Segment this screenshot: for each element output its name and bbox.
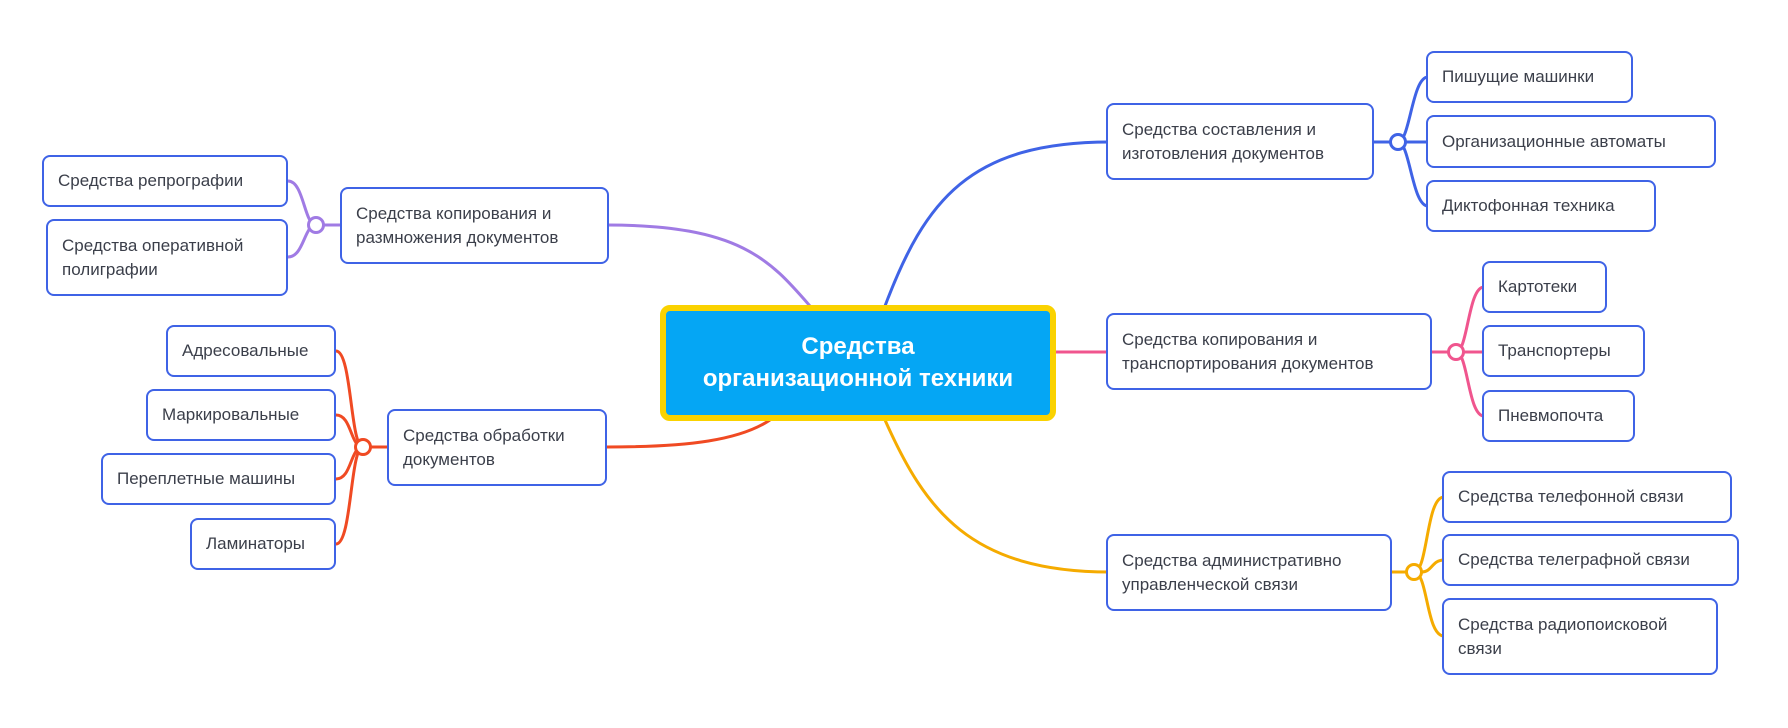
- child-organizational-automata[interactable]: Организационные автоматы: [1426, 115, 1716, 168]
- child-telegraph[interactable]: Средства телеграфной связи: [1442, 534, 1739, 586]
- connector-hub-compose: [1389, 133, 1407, 151]
- branch-administrative-communication[interactable]: Средства административно управленческой …: [1106, 534, 1392, 611]
- branch-copying-reproduction[interactable]: Средства копирования и размножения докум…: [340, 187, 609, 264]
- branch-compose-documents[interactable]: Средства составления и изготовления доку…: [1106, 103, 1374, 180]
- central-topic[interactable]: Средства организационной техники: [660, 305, 1056, 421]
- child-dictation-equipment[interactable]: Диктофонная техника: [1426, 180, 1656, 232]
- link-compose-child-3: [1397, 140, 1429, 208]
- link-processing-child-4: [335, 445, 364, 546]
- child-binding-machines[interactable]: Переплетные машины: [101, 453, 336, 505]
- link-center-compose: [883, 140, 1111, 307]
- child-marking[interactable]: Маркировальные: [146, 389, 336, 441]
- link-center-copying: [606, 223, 812, 307]
- connector-hub-communication: [1405, 563, 1423, 581]
- branch-transport-documents[interactable]: Средства копирования и транспортирования…: [1106, 313, 1432, 390]
- branch-document-processing[interactable]: Средства обработки документов: [387, 409, 607, 486]
- link-center-processing: [606, 418, 771, 449]
- connector-hub-processing: [354, 438, 372, 456]
- child-laminators[interactable]: Ламинаторы: [190, 518, 336, 570]
- link-communication-child-2: [1421, 558, 1445, 574]
- child-operative-printing[interactable]: Средства оперативной полиграфии: [46, 219, 288, 296]
- link-communication-child-3: [1413, 570, 1445, 638]
- link-compose-child-1: [1397, 75, 1429, 144]
- link-processing-child-1: [335, 349, 364, 449]
- child-conveyors[interactable]: Транспортеры: [1482, 325, 1645, 377]
- child-radio-paging[interactable]: Средства радиопоисковой связи: [1442, 598, 1718, 675]
- child-typewriters[interactable]: Пишущие машинки: [1426, 51, 1633, 103]
- child-reprography[interactable]: Средства репрографии: [42, 155, 288, 207]
- child-addressing[interactable]: Адресовальные: [166, 325, 336, 377]
- connector-hub-transport: [1447, 343, 1465, 361]
- link-transport-child-1: [1455, 285, 1485, 354]
- link-transport-child-3: [1455, 350, 1485, 418]
- child-card-indexes[interactable]: Картотеки: [1482, 261, 1607, 313]
- child-telephone[interactable]: Средства телефонной связи: [1442, 471, 1732, 523]
- link-center-communication: [883, 419, 1111, 574]
- connector-hub-copying: [307, 216, 325, 234]
- child-pneumatic-mail[interactable]: Пневмопочта: [1482, 390, 1635, 442]
